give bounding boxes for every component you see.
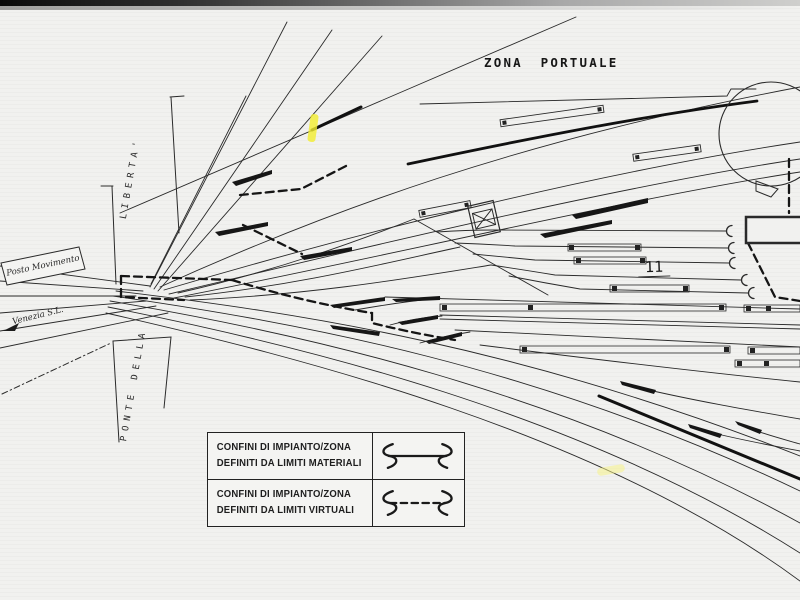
zone-title: ZONA PORTUALE xyxy=(484,55,619,70)
solid-boundary-symbol-icon xyxy=(382,442,453,470)
virtual-limit-dashed-lines xyxy=(119,157,800,342)
weighbridge-x-box-icon xyxy=(467,199,501,239)
legend-line: DEFINITI DA LIMITI MATERIALI xyxy=(216,458,362,469)
fan-tracks-steep xyxy=(149,21,383,292)
legend-line: CONFINI DI IMPIANTO/ZONA xyxy=(216,489,352,500)
legend-symbol-dashed xyxy=(372,480,464,526)
buffer-stop-hook-icons xyxy=(725,224,755,300)
track-number-label: 11 xyxy=(637,257,671,278)
switch-wedges-south xyxy=(330,325,762,438)
embankment-dash-dot-line xyxy=(1,342,112,395)
legend-row-materiali: CONFINI DI IMPIANTO/ZONA DEFINITI DA LIM… xyxy=(208,433,464,479)
posto-movimento-box xyxy=(0,246,86,286)
scan-artifact-top-fade xyxy=(0,6,800,10)
fan-tracks-upper xyxy=(119,16,800,301)
yard-tracks xyxy=(354,296,800,383)
material-limit-heavy-lines xyxy=(310,99,759,166)
platform-rectangles xyxy=(439,243,800,368)
legend-text-virtuali: CONFINI DI IMPIANTO/ZONA DEFINITI DA LIM… xyxy=(208,480,367,526)
legend-line: CONFINI DI IMPIANTO/ZONA xyxy=(216,442,352,453)
scan-artifact-top xyxy=(0,0,800,6)
legend-box: CONFINI DI IMPIANTO/ZONA DEFINITI DA LIM… xyxy=(207,432,465,527)
legend-symbol-solid xyxy=(372,433,464,479)
slanted-platforms xyxy=(418,104,702,218)
platform-end-markers xyxy=(442,245,771,366)
direction-arrow-venezia xyxy=(3,323,19,331)
dashed-boundary-symbol-icon xyxy=(382,489,453,517)
legend-line: DEFINITI DA LIMITI VIRTUALI xyxy=(216,505,355,516)
legend-row-virtuali: CONFINI DI IMPIANTO/ZONA DEFINITI DA LIM… xyxy=(208,479,464,526)
switch-wedges-upper xyxy=(215,170,648,260)
stub-tracks xyxy=(413,218,749,296)
bridge-outline xyxy=(1,95,185,443)
curved-tracks-south xyxy=(105,290,800,582)
legend-text-materiali: CONFINI DI IMPIANTO/ZONA DEFINITI DA LIM… xyxy=(208,433,367,479)
yellow-highlight-marks xyxy=(307,113,625,476)
material-limit-heavy-line-south xyxy=(597,394,800,481)
small-structure xyxy=(755,180,779,198)
building-rectangle xyxy=(744,215,800,245)
